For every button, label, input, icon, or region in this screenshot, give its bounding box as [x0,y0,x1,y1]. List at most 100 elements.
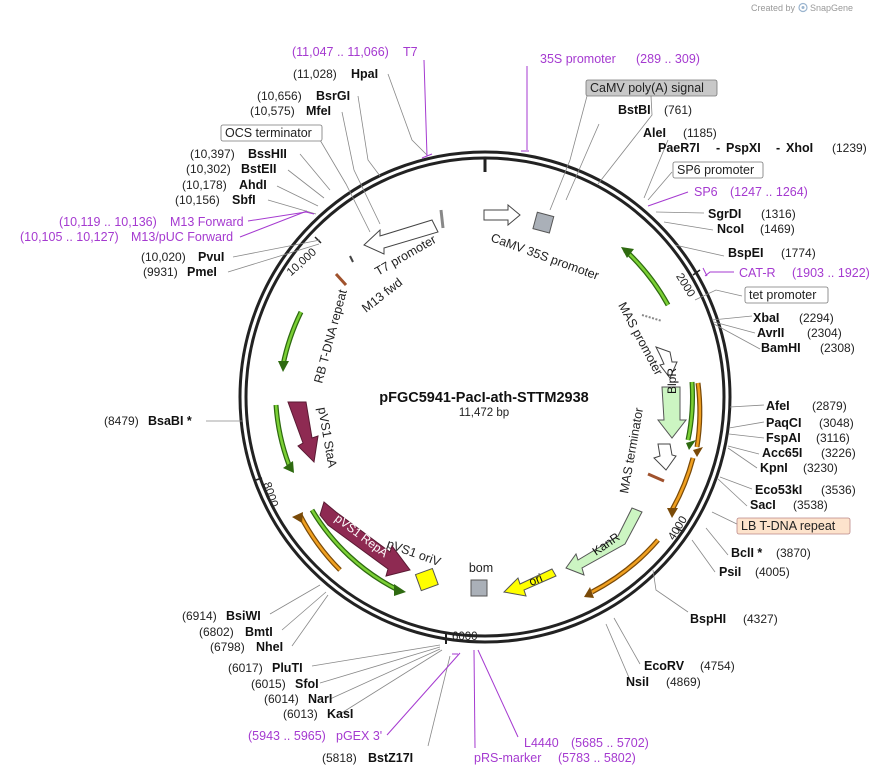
mas-terminator-label: MAS terminator [617,407,646,495]
site-bspei-pos: (1774) [781,246,816,260]
svg-text:SP6 promoter: SP6 promoter [677,163,754,177]
site-ahdi: AhdI [239,178,267,192]
site-ecorv: EcoRV [644,659,685,673]
primer-catr-name: CAT-R [739,266,776,280]
site-xhoi: XhoI [786,141,813,155]
site-bsphi: BspHI [690,612,726,626]
svg-text:LB T-DNA repeat: LB T-DNA repeat [741,519,836,533]
mas-promoter-arrow [654,346,678,379]
primer-pgex-name: pGEX 3' [336,729,382,743]
camv-35s-promoter-arrow [483,203,521,227]
site-bsabi: BsaBI * [148,414,192,428]
site-bsteii: BstEII [241,162,276,176]
site-eco53ki-pos: (3536) [821,483,856,497]
site-ncoi-pos: (1469) [760,222,795,236]
site-nhei: NheI [256,640,283,654]
svg-text:6000: 6000 [452,631,478,643]
site-bsshii-pos: (10,397) [190,147,235,161]
label-camv-polya-signal: CaMV poly(A) signal [585,79,718,97]
site-hpai-pos: (11,028) [293,67,337,81]
site-afei: AfeI [766,399,790,413]
site-kasi: KasI [327,707,353,721]
primer-t7-range: (11,047 .. 11,066) [292,45,389,59]
primer-pgex-range: (5943 .. 5965) [248,729,326,743]
site-ecorv-pos: (4754) [700,659,735,673]
site-sbfi: SbfI [232,193,256,207]
site-pspxi: PspXI [726,141,761,155]
primer-35s-name: 35S promoter [540,52,616,66]
site-ahdi-pos: (10,178) [182,178,227,192]
site-bsiwi: BsiWI [226,609,261,623]
pvs1-repa-arrow [319,501,411,577]
site-bsabi-pos: (8479) [104,414,139,428]
tick-6000: 6000 [445,631,478,644]
site-hpai: HpaI [351,67,378,81]
site-bspei: BspEI [728,246,763,260]
site-pluti-pos: (6017) [228,661,263,675]
site-paqci: PaqCI [766,416,801,430]
rb-tdna-repeat-label: RB T-DNA repeat [311,288,350,385]
site-acc65i-pos: (3226) [821,446,856,460]
site-bsiwi-pos: (6914) [182,609,217,623]
primer-prsmarker-name: pRS-marker [474,751,541,765]
label-sp6-promoter: SP6 promoter [672,161,764,179]
primer-l4440-name: L4440 [524,736,559,750]
site-sgrdi: SgrDI [708,207,741,221]
pvs1-repa-label: pVS1 RepA [332,511,391,560]
site-nari: NarI [308,692,332,706]
mas-promoter-label: MAS promoter [615,300,665,378]
site-psii: PsiI [719,565,741,579]
site-mfei: MfeI [306,104,331,118]
primer-m13puc-name: M13/pUC Forward [131,230,233,244]
sep-1: - [716,141,720,155]
plasmid-name: pFGC5941-PacI-ath-STTM2938 [379,390,589,406]
bom-box [470,579,488,597]
blpr-label: BlpR [665,368,679,394]
primer-t7-name: T7 [403,45,418,59]
label-ocs-terminator: OCS terminator [220,124,323,142]
camv-polya-box [532,211,555,234]
kanr-arrow [565,507,643,576]
site-pluti: PluTI [272,661,303,675]
site-bamhi-pos: (2308) [820,341,855,355]
site-eco53ki: Eco53kI [755,483,802,497]
site-sfoi: SfoI [295,677,319,691]
site-afei-pos: (2879) [812,399,847,413]
ori-label: ori [527,571,545,589]
site-saci-pos: (3538) [793,498,828,512]
site-nsii-pos: (4869) [666,675,701,689]
site-bsphi-pos: (4327) [743,612,778,626]
site-pmei-pos: (9931) [143,265,178,279]
site-kpni: KpnI [760,461,788,475]
site-bmti: BmtI [245,625,273,639]
site-avrii: AvrII [757,326,784,340]
site-mfei-pos: (10,575) [250,104,295,118]
sep-2: - [776,141,780,155]
site-bstz17i-pos: (5818) [322,751,357,765]
site-pvui: PvuI [198,250,224,264]
primer-l4440-range: (5685 .. 5702) [571,736,649,750]
site-bcli: BclI * [731,546,762,560]
site-xhoi-pos: (1239) [832,141,867,155]
site-psii-pos: (4005) [755,565,790,579]
plasmid-size: 11,472 bp [459,407,509,419]
m13-fwd-label: M13 fwd [359,275,405,315]
svg-text:OCS terminator: OCS terminator [225,126,312,140]
bom-label: bom [469,561,493,575]
site-nari-pos: (6014) [264,692,299,706]
site-paqci-pos: (3048) [819,416,854,430]
pvs1-staa-arrow [287,401,319,464]
label-tet-promoter: tet promoter [744,286,829,304]
site-sfoi-pos: (6015) [251,677,286,691]
site-bstbi-pos: (761) [664,103,692,117]
primer-catr-range: (1903 .. 1922) [792,266,870,280]
site-bstz17i: BstZ17I [368,751,413,765]
credit-prefix: Created by [751,3,796,13]
site-saci: SacI [750,498,776,512]
site-pvui-pos: (10,020) [141,250,186,264]
blpr-arrow [656,386,688,439]
site-bsteii-pos: (10,302) [186,162,231,176]
site-ncoi: NcoI [717,222,744,236]
site-bsshii: BssHII [248,147,287,161]
